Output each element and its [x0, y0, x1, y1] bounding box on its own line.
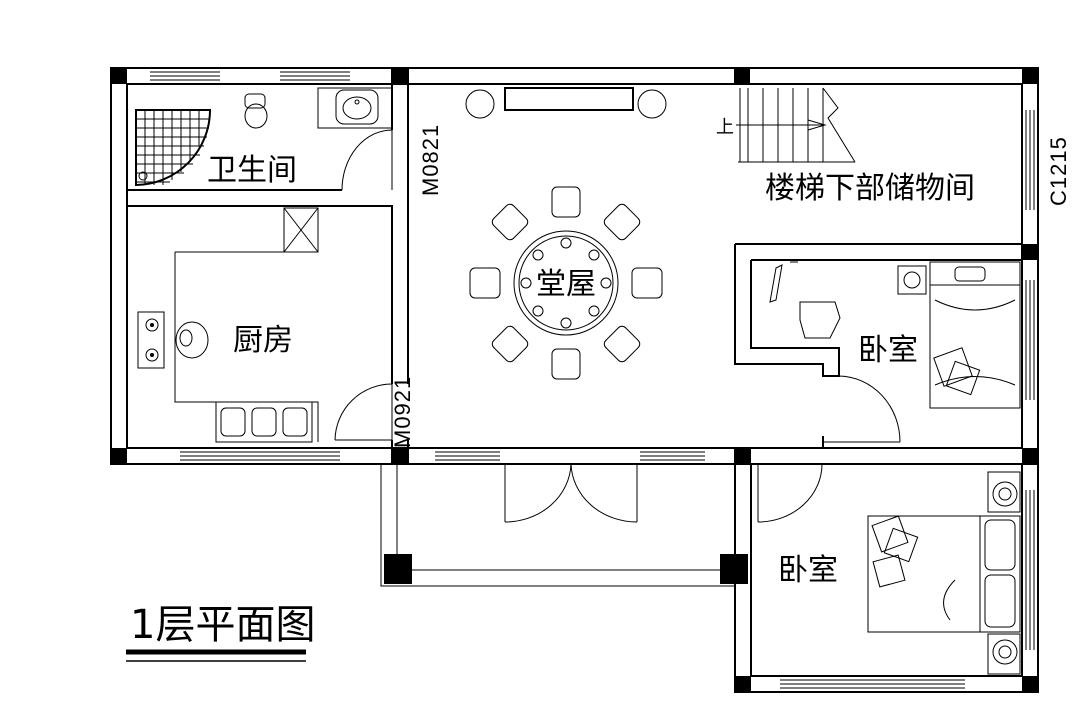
bathroom-fixtures	[135, 87, 393, 187]
code-door-bath: M0821	[418, 124, 443, 196]
code-window-east: C1215	[1046, 136, 1071, 206]
bedroom-b-fixtures	[867, 471, 1021, 675]
label-bedroom-a: 卧室	[858, 333, 918, 368]
plan-title: 1层平面图	[130, 602, 315, 648]
label-bathroom: 卫生间	[207, 153, 297, 188]
label-bedroom-b: 卧室	[778, 553, 838, 588]
stairs: 上	[716, 87, 856, 163]
interior-walls	[126, 84, 1022, 449]
doors	[334, 129, 901, 523]
structural-columns	[111, 68, 1038, 692]
label-kitchen: 厨房	[233, 323, 293, 358]
windows	[150, 71, 1035, 689]
stair-up-mark: 上	[716, 117, 734, 137]
label-storage: 楼梯下部储物间	[765, 171, 975, 206]
kitchen-fixtures	[137, 207, 319, 443]
hall-fixtures	[465, 89, 667, 380]
bedroom-a-fixtures	[769, 261, 1021, 409]
label-hall: 堂屋	[536, 267, 596, 302]
code-door-kitchen: M0921	[390, 376, 415, 448]
